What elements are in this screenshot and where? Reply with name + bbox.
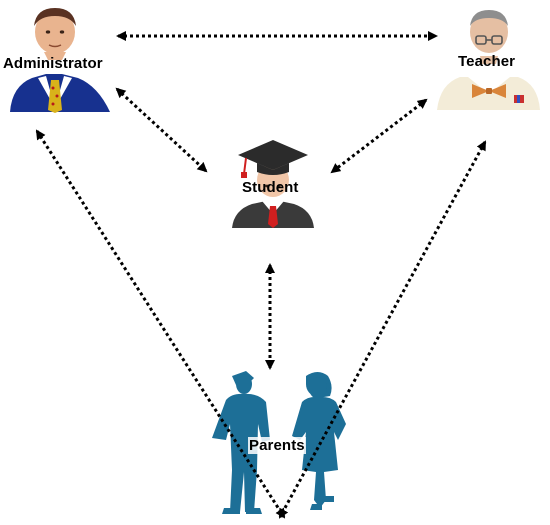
administrator-label: Administrator	[3, 55, 103, 72]
student-label: Student	[242, 179, 299, 196]
arrow-administrator-parents	[35, 129, 286, 519]
arrow-teacher-parents	[278, 140, 487, 519]
teacher-label: Teacher	[458, 53, 516, 70]
parents-label: Parents	[248, 437, 306, 454]
arrow-administrator-student	[115, 87, 208, 173]
links	[35, 31, 487, 519]
administrator-icon	[10, 8, 110, 113]
teacher-icon	[437, 10, 540, 110]
arrow-teacher-student	[330, 98, 428, 174]
